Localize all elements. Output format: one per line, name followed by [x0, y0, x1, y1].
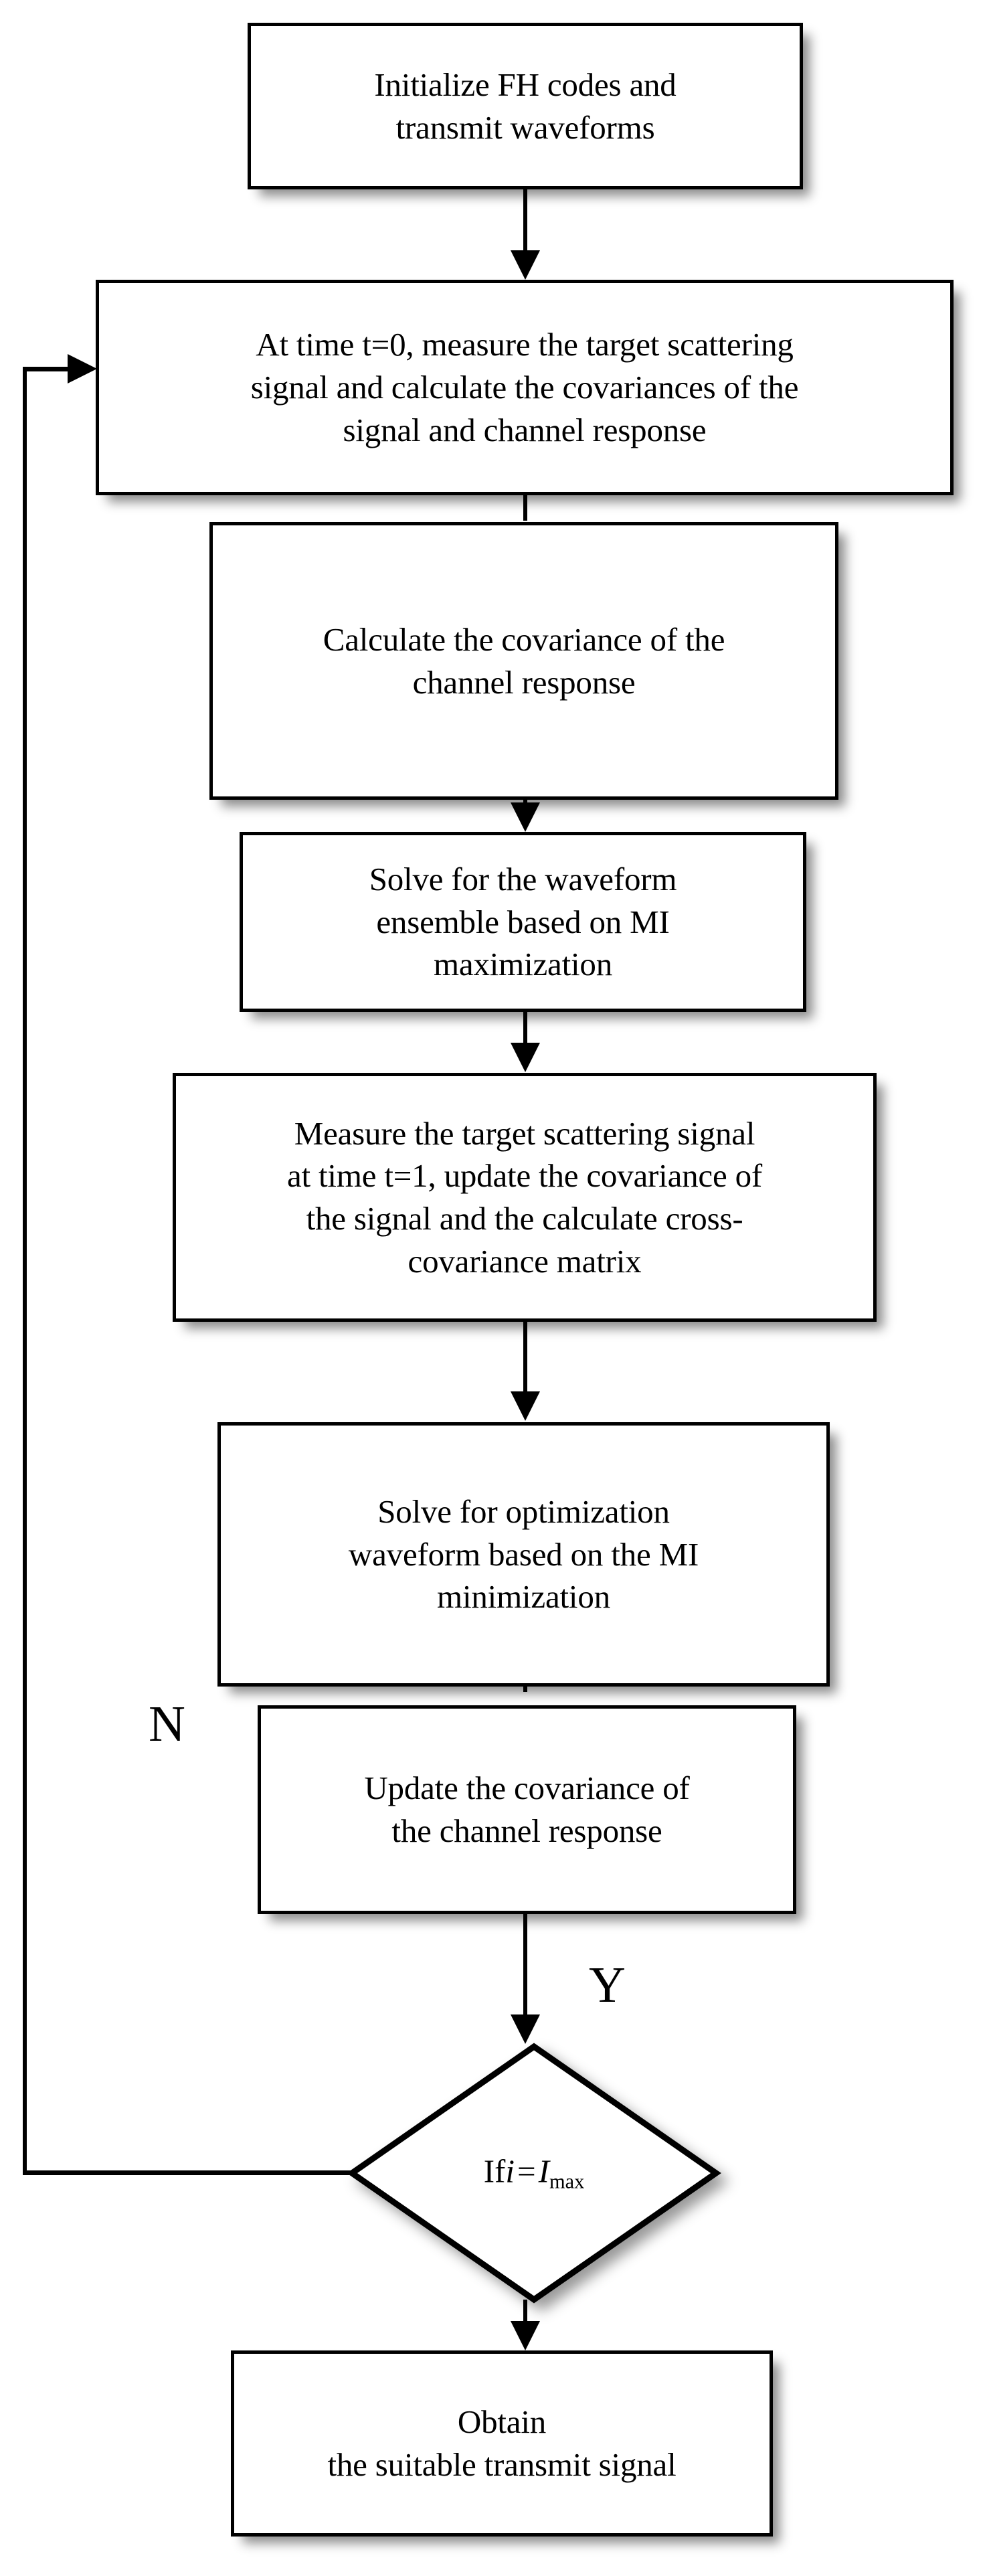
- connector-init-to-measure-t0: [523, 189, 527, 251]
- decision-diamond-shape: [347, 2043, 721, 2304]
- feedback-line-vertical: [23, 367, 27, 2175]
- arrowhead-feedback-into-measure-t0: [68, 354, 97, 383]
- feedback-line-horizontal-bottom: [23, 2170, 357, 2175]
- connector-measure-t1-to-solve-opt: [523, 1322, 527, 1393]
- arrowhead-init-to-measure-t0: [511, 250, 540, 280]
- node-solve-optimization-label: Solve for optimization waveform based on…: [348, 1492, 699, 1616]
- node-initialize-label: Initialize FH codes and transmit wavefor…: [374, 66, 677, 146]
- branch-label-yes: Y: [589, 1957, 626, 2013]
- node-measure-t0[interactable]: At time t=0, measure the target scatteri…: [96, 280, 954, 495]
- connector-stem-2-to-3: [523, 493, 527, 503]
- node-update-covariance[interactable]: Update the covariance of the channel res…: [258, 1705, 796, 1914]
- arrowhead-measure-t1-to-solve-opt: [511, 1391, 540, 1421]
- connector-update-cov-to-decision: [523, 1914, 527, 2017]
- connector-solve-ensemble-to-measure-t1: [523, 1012, 527, 1044]
- node-solve-optimization[interactable]: Solve for optimization waveform based on…: [217, 1422, 830, 1687]
- arrowhead-calc-cov-to-solve-ensemble: [511, 802, 540, 832]
- arrowhead-decision-to-obtain: [511, 2321, 540, 2350]
- branch-label-no: N: [149, 1696, 185, 1752]
- node-measure-t1[interactable]: Measure the target scattering signal at …: [173, 1073, 877, 1322]
- node-obtain-transmit-signal-label: Obtain the suitable transmit signal: [327, 2403, 677, 2483]
- node-measure-t1-label: Measure the target scattering signal at …: [286, 1114, 762, 1280]
- arrowhead-solve-ensemble-to-measure-t1: [511, 1043, 540, 1072]
- feedback-line-horizontal-top: [23, 367, 73, 371]
- node-initialize[interactable]: Initialize FH codes and transmit wavefor…: [248, 23, 803, 189]
- node-measure-t0-label: At time t=0, measure the target scatteri…: [250, 326, 799, 448]
- node-calculate-covariance[interactable]: Calculate the covariance of the channel …: [209, 522, 838, 800]
- node-calculate-covariance-label: Calculate the covariance of the channel …: [323, 620, 725, 701]
- node-solve-waveform-ensemble[interactable]: Solve for the waveform ensemble based on…: [240, 832, 806, 1012]
- connector-decision-to-obtain: [523, 2300, 527, 2324]
- node-solve-waveform-ensemble-label: Solve for the waveform ensemble based on…: [369, 860, 677, 983]
- connector-stem-6-to-7: [523, 1684, 527, 1692]
- node-decision-if-i-equals-imax[interactable]: Ifi=Imax: [347, 2043, 721, 2304]
- node-update-covariance-label: Update the covariance of the channel res…: [364, 1770, 690, 1849]
- arrowhead-update-cov-to-decision: [511, 2014, 540, 2044]
- node-obtain-transmit-signal[interactable]: Obtain the suitable transmit signal: [231, 2350, 773, 2537]
- connector-2-3: [523, 495, 527, 521]
